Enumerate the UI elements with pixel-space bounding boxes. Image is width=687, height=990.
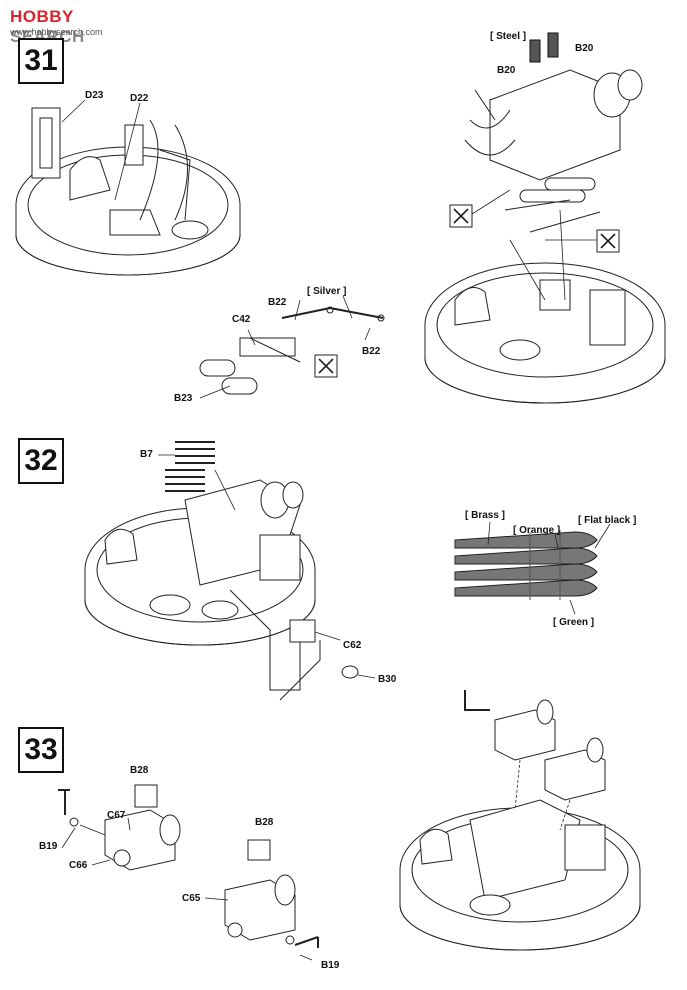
color-label-green: [ Green ] xyxy=(553,617,595,628)
part-label-c66: C66 xyxy=(69,860,88,871)
color-label-steel: [ Steel ] xyxy=(490,31,527,42)
step31-turret-ring xyxy=(15,99,241,276)
part-label-b23: B23 xyxy=(174,393,193,404)
part-label-b22-right: B22 xyxy=(362,346,381,357)
watermark-url: www.hobbysearch.com xyxy=(10,27,103,37)
step31-breech-block xyxy=(464,32,643,233)
color-label-flat-black: [ Flat black ] xyxy=(578,515,637,526)
color-label-brass: [ Brass ] xyxy=(465,510,506,521)
step-number-31: 31 xyxy=(18,38,64,84)
part-label-b20-right: B20 xyxy=(575,43,594,54)
part-label-b7: B7 xyxy=(140,449,153,460)
part-label-b20-left: B20 xyxy=(497,65,516,76)
watermark-part1: HOBBY xyxy=(10,7,74,26)
step31-assembled-turret xyxy=(424,209,666,404)
step31-gun-parts xyxy=(199,295,385,399)
step33-assembled-turret xyxy=(399,690,641,951)
step-number-33: 33 xyxy=(18,727,64,773)
part-label-b19-bottom: B19 xyxy=(321,960,340,971)
part-label-d23: D23 xyxy=(85,90,104,101)
part-label-c65: C65 xyxy=(182,893,201,904)
part-label-b22-top: B22 xyxy=(268,297,287,308)
step32-turret-ring xyxy=(84,479,376,701)
color-label-silver: [ Silver ] xyxy=(307,286,347,297)
part-label-c42: C42 xyxy=(232,314,251,325)
step33-left-assembly xyxy=(58,784,181,871)
step32-shells xyxy=(454,521,611,615)
color-label-orange: [ Orange ] xyxy=(513,525,561,536)
part-label-b28-left: B28 xyxy=(130,765,149,776)
watermark-logo: HOBBY SEARCH xyxy=(10,7,85,47)
part-label-c67: C67 xyxy=(107,810,126,821)
step32-b7-rounds xyxy=(158,441,236,511)
step33-middle-assembly xyxy=(204,839,319,961)
part-label-d22: D22 xyxy=(130,93,149,104)
part-label-b30: B30 xyxy=(378,674,397,685)
part-label-b19-left: B19 xyxy=(39,841,58,852)
step-number-32: 32 xyxy=(18,438,64,484)
part-label-c62: C62 xyxy=(343,640,362,651)
glue-cut-icon xyxy=(314,189,620,378)
part-label-b28-middle: B28 xyxy=(255,817,274,828)
